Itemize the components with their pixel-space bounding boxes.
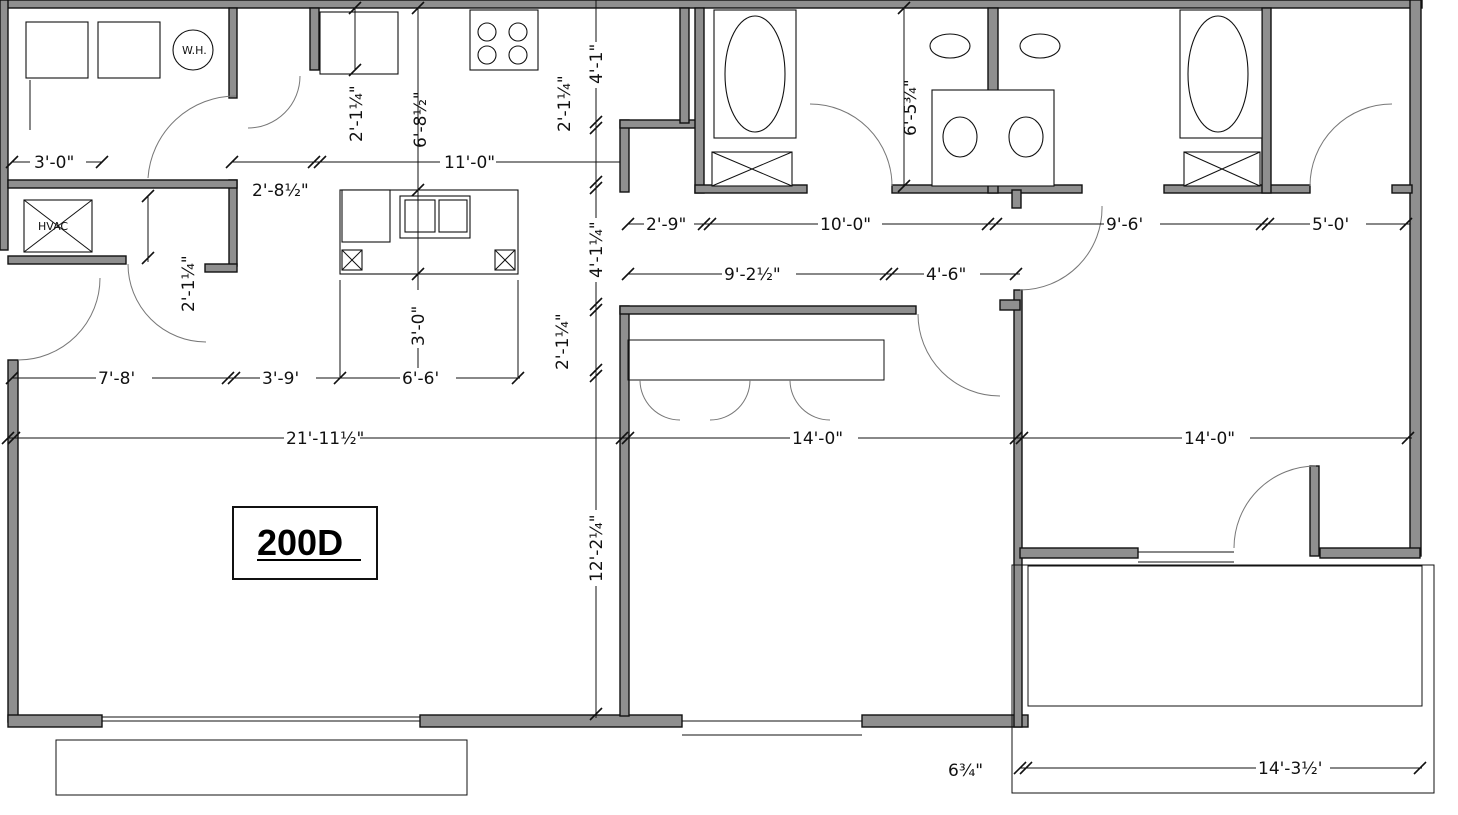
- hvac-closet-bottom-wall: [7, 255, 127, 265]
- wh-closet-wall: [228, 7, 238, 99]
- bath3-divider: [1261, 7, 1272, 194]
- balcony-right: [1011, 564, 1435, 794]
- dim-4-6: 4'-6": [926, 265, 966, 285]
- dim-5-0: 5'-0': [1312, 215, 1349, 235]
- dim-10-0: 10'-0": [820, 215, 871, 235]
- balcony-inner: [1027, 565, 1423, 707]
- dim-2-1-quarter-b: 2'-1¼": [555, 75, 575, 132]
- dim-2-8-half: 2'-8½": [252, 181, 309, 201]
- dim-3-0: 3'-0": [34, 153, 74, 173]
- toilet-1: [929, 33, 971, 59]
- dim-6-5-three-quarter: 6'-5¾": [901, 79, 921, 136]
- bedroom-door-stub: [999, 299, 1021, 311]
- sink-1: [942, 116, 978, 158]
- hvac-label: HVAC: [38, 220, 68, 233]
- dim-3-0-b: 3'-0": [409, 306, 429, 346]
- bedroom2-bottom-wall-b: [1319, 547, 1421, 559]
- bath1-left-wall: [679, 7, 690, 124]
- dim-6-8-half: 6'-8½": [411, 91, 431, 148]
- refrigerator: [319, 11, 399, 75]
- balcony-left: [55, 739, 468, 796]
- walls: [0, 0, 1423, 728]
- dim-11-0: 11'-0": [444, 153, 495, 173]
- dim-14-0-a: 14'-0": [792, 429, 843, 449]
- right-exterior-wall: [1409, 0, 1422, 557]
- unit-label: 200D: [257, 522, 343, 563]
- washer: [25, 21, 89, 79]
- top-exterior-wall: [0, 0, 1423, 9]
- door-swings: [17, 75, 1393, 549]
- hvac-closet-top-wall: [7, 179, 238, 189]
- bottom-wall-mid: [419, 714, 683, 728]
- dim-12-2-quarter: 12'-2¼": [587, 514, 607, 582]
- dim-2-1-quarter-d: 2'-1¼": [179, 255, 199, 312]
- dim-9-6: 9'-6': [1106, 215, 1143, 235]
- left-exterior-wall: [7, 359, 19, 723]
- dim-4-1-quarter: 4'-1¼": [587, 221, 607, 278]
- bath3-right-stub: [1391, 184, 1413, 194]
- dim-3-9: 3'-9': [262, 369, 299, 389]
- bottom-wall-left: [7, 714, 103, 728]
- dim-21-11-half: 21'-11½": [286, 429, 364, 449]
- dim-4-1: 4'-1": [587, 44, 607, 84]
- bottom-wall-right: [861, 714, 1029, 728]
- bath2-stub: [1011, 189, 1022, 209]
- closet-return: [204, 263, 238, 273]
- bedroom-right-wall: [1013, 289, 1023, 728]
- dishwasher: [341, 189, 391, 243]
- dim-2-1-quarter-c: 2'-1¼": [553, 313, 573, 370]
- sink-2: [1008, 116, 1044, 158]
- dim-6-three-quarter: 6¾": [948, 761, 983, 781]
- left-upper-wall: [0, 0, 9, 251]
- dim-2-9: 2'-9": [646, 215, 686, 235]
- fixture-labels: W.H. HVAC: [38, 44, 207, 233]
- water-heater-label: W.H.: [182, 44, 207, 57]
- closet-wall: [1309, 465, 1320, 557]
- bedroom2-bottom-wall-a: [1019, 547, 1139, 559]
- unit-label-box: 200D: [232, 506, 378, 580]
- bath1-divider: [694, 7, 705, 194]
- dim-14-0-b: 14'-0": [1184, 429, 1235, 449]
- dim-7-8: 7'-8': [98, 369, 135, 389]
- closet-shelf: [627, 339, 885, 381]
- water-heater: [172, 29, 214, 71]
- dim-14-3-half: 14'-3½': [1258, 759, 1322, 779]
- fridge-wall: [309, 7, 320, 71]
- toilet-2: [1019, 33, 1061, 59]
- bedroom-top-wall: [619, 305, 917, 315]
- outlines: [23, 9, 1435, 796]
- pantry-left-wall: [619, 119, 630, 193]
- hvac-closet-right-wall: [228, 179, 238, 267]
- dim-2-1-quarter-a: 2'-1¼": [347, 85, 367, 142]
- dryer: [97, 21, 161, 79]
- dimension-labels: 3'-0" 2'-8½" 11'-0" 2'-1¼" 6'-8½" 2'-1¼"…: [30, 42, 1366, 781]
- dim-6-6: 6'-6': [402, 369, 439, 389]
- dim-9-2-half: 9'-2½": [724, 265, 781, 285]
